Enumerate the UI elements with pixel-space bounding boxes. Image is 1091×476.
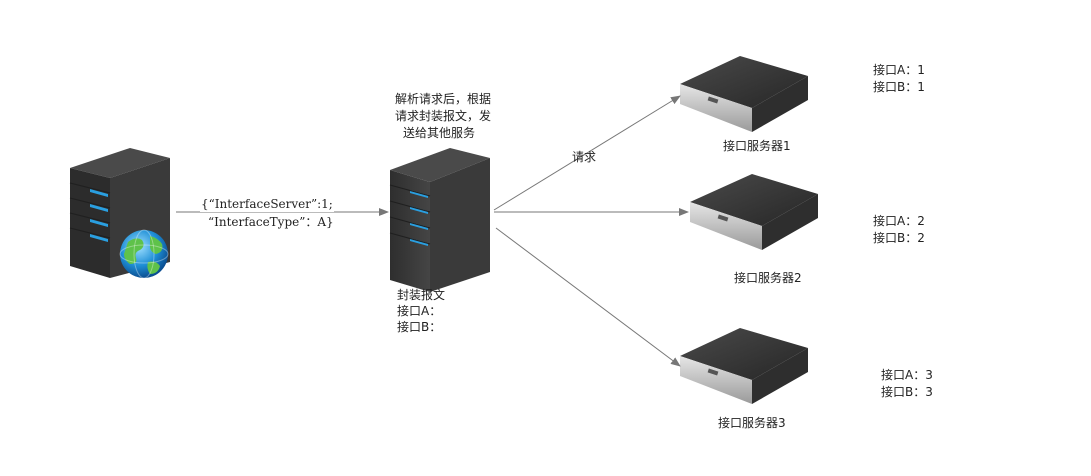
server-1-name: 接口服务器1: [723, 139, 791, 153]
target-server-2-icon: [690, 174, 818, 250]
target-server-1-icon: [680, 56, 808, 132]
gateway-to-server-3-arrow: [495, 227, 681, 367]
gateway-note-line3: 送给其他服务: [403, 126, 476, 140]
gateway-note-line1: 解析请求后，根据: [395, 92, 492, 106]
gateway-packet-field-a: 接口A：: [397, 304, 442, 318]
request-payload-line1: {“InterfaceServer”:1;: [200, 196, 334, 212]
target-server-3-icon: [680, 328, 808, 404]
client-server-icon: [69, 148, 170, 279]
server-3-interface-a: 接口A：3: [881, 368, 933, 382]
gateway-packet-title: 封装报文: [397, 288, 446, 302]
server-2-interface-b: 接口B：2: [873, 231, 925, 245]
gateway-server-icon: [389, 148, 490, 292]
gateway-packet-field-b: 接口B：: [397, 320, 442, 334]
globe-icon: [119, 229, 169, 279]
gateway-to-server-1-arrow: [493, 95, 681, 211]
server-3-interface-b: 接口B：3: [881, 385, 933, 399]
server-2-interface-a: 接口A：2: [873, 214, 925, 228]
server-2-name: 接口服务器2: [734, 271, 802, 285]
request-payload-line2: “InterfaceType”：A}: [208, 215, 334, 229]
server-3-name: 接口服务器3: [718, 416, 786, 430]
gateway-note-line2: 请求封装报文，发: [395, 109, 492, 123]
client-led-icon: [90, 189, 108, 242]
server-1-interface-a: 接口A：1: [873, 63, 925, 77]
request-label: 请求: [572, 150, 597, 164]
server-1-interface-b: 接口B：1: [873, 80, 925, 94]
